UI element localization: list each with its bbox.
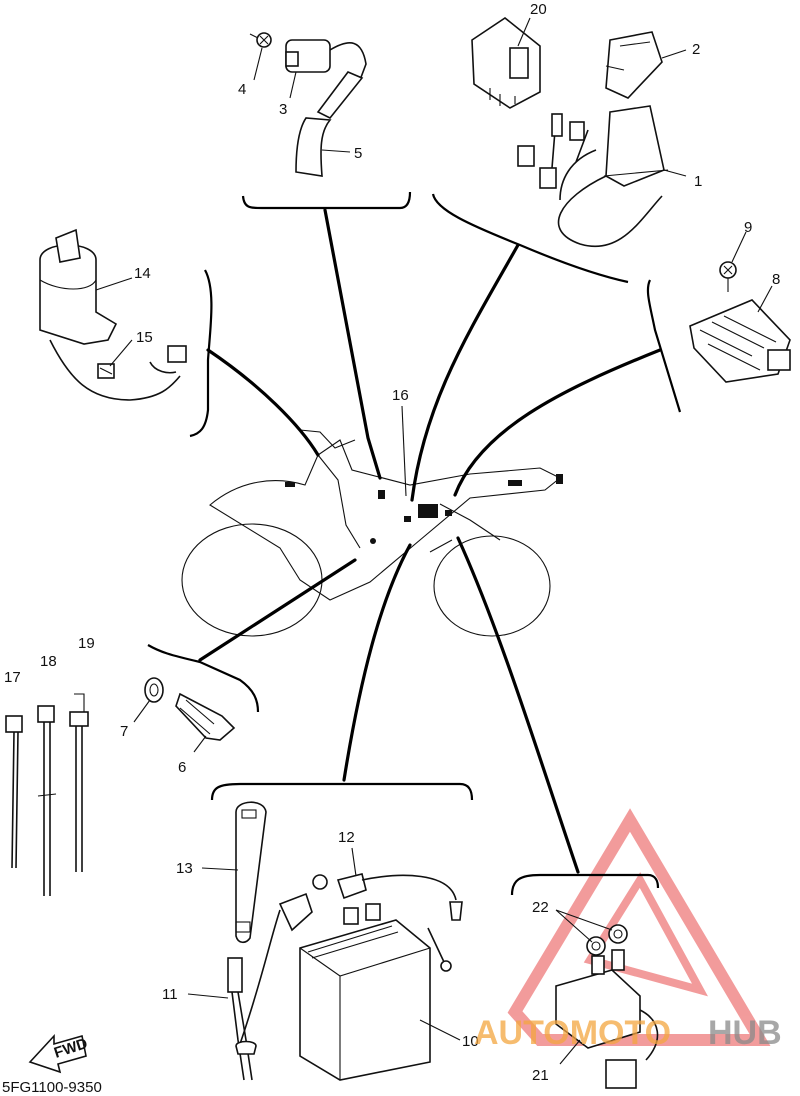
neutral-switch-6: [175, 692, 236, 741]
group-brackets: [147, 191, 682, 896]
label-part-14: 14: [134, 265, 151, 282]
label-part-17: 17: [4, 669, 21, 686]
part-number-labels: 1 2 3 4 5 6 7 8 9 10 11 12 13 14 15 16 1…: [4, 1, 780, 1084]
cable-tie-18: [37, 705, 57, 896]
bolt-15: [97, 363, 115, 379]
screw-4: [249, 32, 272, 48]
watermark-text-b: HUB: [708, 1014, 782, 1052]
relay-20: [471, 17, 541, 109]
label-part-18: 18: [40, 653, 57, 670]
label-part-5: 5: [354, 145, 362, 162]
rectifier-regulator-8: [689, 299, 791, 383]
label-part-8: 8: [772, 271, 780, 288]
diagram-code: 5FG1100-9350: [2, 1079, 102, 1096]
label-part-15: 15: [136, 329, 153, 346]
motorcycle-outline: [181, 429, 563, 637]
battery-lead-12: [239, 873, 463, 1045]
label-part-2: 2: [692, 41, 700, 58]
label-part-4: 4: [238, 81, 246, 98]
screw-9: [719, 261, 737, 292]
label-part-3: 3: [279, 101, 287, 118]
cdi-unit-1: [517, 105, 669, 247]
ignition-coil: [285, 39, 367, 177]
callout-lines: [198, 208, 662, 874]
coupler-2: [605, 31, 663, 99]
label-part-13: 13: [176, 860, 193, 877]
label-part-21: 21: [532, 1067, 549, 1084]
breather-hose-11: [227, 957, 257, 1081]
gasket-7: [144, 677, 164, 703]
cable-tie-17: [5, 715, 23, 869]
main-switch-14: [39, 228, 187, 401]
label-part-22: 22: [532, 899, 549, 916]
label-part-11: 11: [162, 986, 178, 1003]
battery-10: [299, 903, 431, 1081]
label-part-19: 19: [78, 635, 95, 652]
watermark-text-a: AUTOMOTO: [474, 1014, 671, 1052]
label-part-10: 10: [462, 1033, 479, 1050]
forward-arrow-icon: FWD: [28, 1033, 90, 1074]
label-part-1: 1: [694, 173, 702, 190]
label-part-6: 6: [178, 759, 186, 776]
watermark-text: AUTOMOTO HUB: [474, 1014, 782, 1052]
label-part-16: 16: [392, 387, 409, 404]
cable-tie-19: [69, 693, 89, 872]
label-part-20: 20: [530, 1, 547, 18]
starter-relay-21: [555, 949, 659, 1089]
battery-band-13: [235, 801, 267, 944]
watermark-logo: [507, 808, 771, 1046]
label-part-7: 7: [120, 723, 128, 740]
leader-lines: [95, 17, 773, 1065]
label-part-12: 12: [338, 829, 355, 846]
label-part-9: 9: [744, 219, 752, 236]
